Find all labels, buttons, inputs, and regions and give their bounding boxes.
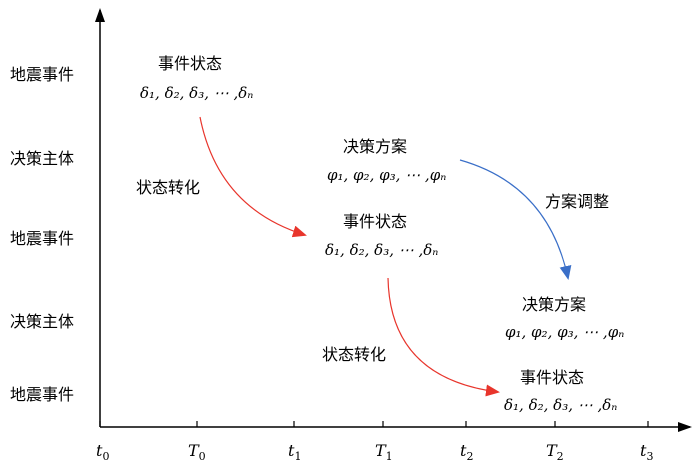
transition-label-2: 方案调整 (545, 192, 609, 211)
x-tick-label-T2: T2 (546, 441, 564, 463)
node-event-state-3: 事件状态 δ₁, δ₂, δ₃, ⋯ ,δₙ (504, 368, 617, 414)
svg-text:φ₁, φ₂, φ₃, ⋯ ,φₙ: φ₁, φ₂, φ₃, ⋯ ,φₙ (505, 323, 624, 341)
row-label-4: 决策主体 (10, 312, 74, 331)
svg-text:决策方案: 决策方案 (343, 137, 407, 156)
x-tick-label-T0: T0 (188, 441, 206, 463)
row-label-5: 地震事件 (10, 385, 74, 404)
transition-arrow-3 (387, 277, 500, 397)
svg-text:φ₁, φ₂, φ₃, ⋯ ,φₙ: φ₁, φ₂, φ₃, ⋯ ,φₙ (327, 166, 446, 184)
x-tick-label-t1: t1 (288, 441, 301, 463)
row-label-1: 地震事件 (10, 65, 74, 84)
svg-text:δ₁, δ₂, δ₃, ⋯ ,δₙ: δ₁, δ₂, δ₃, ⋯ ,δₙ (325, 241, 438, 259)
x-tick-label-t3: t3 (640, 441, 653, 463)
x-tick-marks (99, 421, 649, 427)
node-event-state-1: 事件状态 δ₁, δ₂, δ₃, ⋯ ,δₙ (140, 54, 253, 102)
x-tick-label-T1: T1 (375, 441, 393, 463)
svg-text:事件状态: 事件状态 (520, 368, 584, 387)
svg-text:δ₁, δ₂, δ₃, ⋯ ,δₙ: δ₁, δ₂, δ₃, ⋯ ,δₙ (504, 396, 617, 414)
svg-text:事件状态: 事件状态 (343, 212, 407, 231)
x-tick-label-t0: t0 (96, 441, 109, 463)
node-decision-plan-2: 决策方案 φ₁, φ₂, φ₃, ⋯ ,φₙ (505, 295, 624, 341)
transition-arrow-1 (199, 116, 307, 238)
svg-text:δ₁, δ₂, δ₃, ⋯ ,δₙ: δ₁, δ₂, δ₃, ⋯ ,δₙ (140, 84, 253, 102)
transition-label-3: 状态转化 (322, 345, 386, 364)
transition-label-1: 状态转化 (136, 178, 200, 197)
transition-arrow-2 (459, 159, 572, 280)
node-decision-plan-1: 决策方案 φ₁, φ₂, φ₃, ⋯ ,φₙ (327, 137, 446, 184)
node-event-state-2: 事件状态 δ₁, δ₂, δ₃, ⋯ ,δₙ (325, 212, 438, 259)
svg-text:决策方案: 决策方案 (522, 295, 586, 314)
x-tick-label-t2: t2 (460, 441, 473, 463)
svg-text:事件状态: 事件状态 (158, 54, 222, 73)
row-label-3: 地震事件 (10, 229, 74, 248)
row-label-2: 决策主体 (10, 149, 74, 168)
